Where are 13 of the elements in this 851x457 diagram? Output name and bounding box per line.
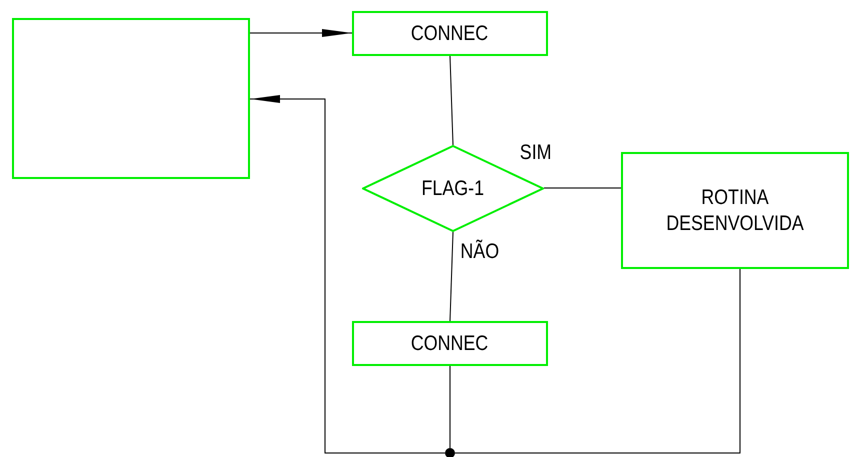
- connector-line: [450, 232, 454, 322]
- node-label: FLAG-1: [422, 176, 484, 202]
- node-label: CONNEC: [411, 330, 489, 356]
- process-box: [352, 321, 548, 366]
- node-label: CONNEC: [411, 20, 489, 46]
- process-box: [12, 18, 250, 179]
- arrow: [250, 29, 352, 37]
- node-label: ROTINA DESENVOLVIDA: [665, 185, 805, 236]
- arrow: [250, 95, 446, 454]
- connector-line: [454, 268, 740, 454]
- connector-line: [450, 56, 454, 146]
- process-box: [352, 11, 548, 56]
- process-box: [621, 152, 849, 269]
